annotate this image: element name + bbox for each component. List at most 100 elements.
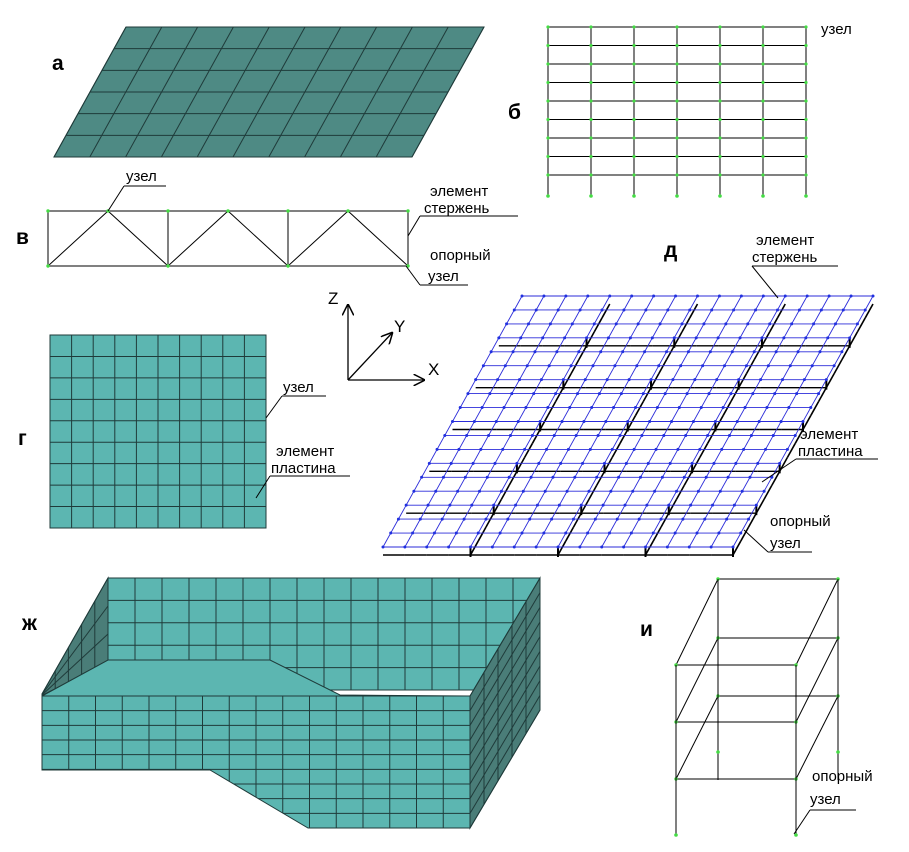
rib-beam [786,443,796,458]
node [712,461,716,465]
node [514,503,518,507]
node [621,350,625,354]
node [592,322,596,326]
node [632,80,636,85]
node [556,545,560,549]
panel-a-skewed-plate [53,26,485,158]
node [871,294,875,298]
diagonal [107,210,169,267]
node [488,392,492,396]
node [739,531,743,535]
support-node [718,194,722,198]
panel-d-ribbed-slab [381,294,875,557]
node [529,475,533,479]
node [502,406,506,410]
node [427,461,431,465]
diagonal [227,210,289,267]
node [782,336,786,340]
node [466,392,470,396]
node [493,461,497,465]
support-node [836,750,840,754]
support-node [546,194,550,198]
node [476,531,480,535]
callout-i-support-1: опорный [812,768,873,785]
node [425,545,429,549]
node [775,308,779,312]
node [406,209,410,213]
node [716,336,720,340]
mesh-line [469,607,541,726]
rib-beam [740,526,750,542]
panel-zh-box-shell [41,576,541,830]
node [614,322,618,326]
rib-beam [714,415,724,430]
node [474,378,478,382]
node [701,364,705,368]
node [729,392,733,396]
node [520,294,524,298]
node [679,364,683,368]
support-node [794,833,798,837]
node [624,461,628,465]
node [810,364,814,368]
node [773,392,777,396]
node [797,308,801,312]
node [516,420,520,423]
node [568,406,572,410]
node [629,531,633,535]
node [576,392,580,396]
node [725,517,729,521]
node [740,489,744,493]
node [698,447,702,451]
rib-beam [485,512,495,528]
callout-d-plate-1: элемент [800,426,858,443]
node [738,336,742,340]
node [657,364,661,368]
node [507,475,511,479]
rib-beam [683,470,693,486]
node [556,308,560,312]
rib-beam [508,470,518,486]
node [498,531,502,535]
node [721,406,725,410]
beam [675,578,719,666]
node [589,62,593,66]
node [463,475,467,479]
node [817,392,821,396]
node [381,545,385,549]
node [586,294,590,298]
node [523,447,527,451]
node [809,406,813,410]
node [534,545,538,549]
axis-x-label: X [428,360,439,379]
node [771,433,775,437]
node [545,447,549,451]
node [655,406,659,410]
node [761,99,765,103]
node [677,406,681,410]
node [732,308,736,312]
rib-beam [763,484,773,500]
rib-beam [539,415,549,430]
panel-letter-i: и [640,618,653,641]
node [751,392,755,396]
node [521,489,525,493]
rib-beam [833,359,843,375]
node [599,350,603,354]
mesh-line [469,621,541,741]
node [404,503,408,507]
node [496,378,500,382]
panel-v-truss [46,209,410,268]
node [694,336,698,340]
node [812,322,816,326]
node [660,475,664,479]
node [596,433,600,437]
node [691,420,695,423]
node [434,489,438,493]
node [478,489,482,493]
node [572,517,575,521]
node [608,294,612,298]
node [643,350,647,354]
node [796,350,800,354]
